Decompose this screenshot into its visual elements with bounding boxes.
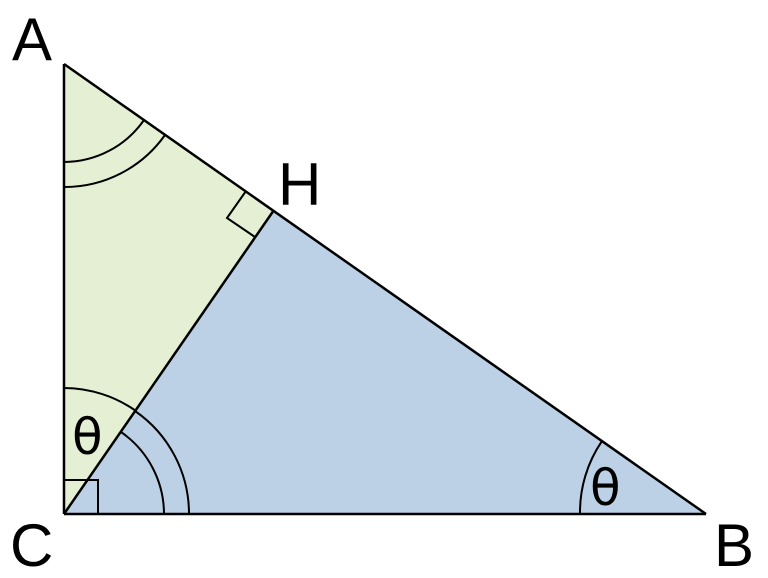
angle-label-B-theta: θ xyxy=(590,459,621,517)
triangle-BCH-region xyxy=(64,210,706,514)
angle-arc-C-theta xyxy=(63,387,137,412)
point-label-H: H xyxy=(278,151,321,218)
point-label-C: C xyxy=(10,512,53,578)
angle-arc-C-double-inner xyxy=(120,431,165,515)
side-AB xyxy=(63,62,707,516)
point-label-A: A xyxy=(12,6,52,73)
angle-arc-C-double-outer xyxy=(134,410,191,515)
point-label-B: B xyxy=(714,512,754,578)
angle-arc-A-outer xyxy=(63,134,166,189)
right-angle-mark-H xyxy=(225,190,256,238)
right-angle-mark-C xyxy=(64,479,99,514)
angle-label-C-theta: θ xyxy=(72,408,103,466)
altitude-CH xyxy=(62,209,276,515)
angle-arc-A-inner xyxy=(63,119,145,163)
angle-arc-B-theta xyxy=(578,440,603,515)
